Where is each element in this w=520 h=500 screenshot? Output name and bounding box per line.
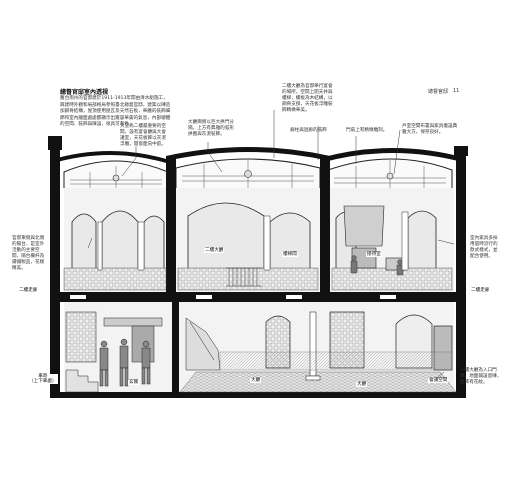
- page-title: 總督官邸室內透視: [60, 89, 109, 96]
- callout-left-a: 官邸東側與北側的陽台，是室外活動的主要空間，陽台欄杆為鑄鐵製品，花樣精美。: [12, 236, 45, 271]
- callout-top-a: 大堂為二樓最重要的空間，設有宴會廳與大會議室，天花板飾以灰泥浮雕，開窗面向中庭。: [120, 124, 166, 147]
- callout-bottom-a: 一樓大廳為入口門廳，地面鋪設瓷磚，並飾有花紋。: [460, 368, 502, 385]
- running-head: 總督官邸: [428, 89, 449, 95]
- label-back-room: 會議空間: [428, 378, 449, 383]
- page-number: 11: [453, 88, 460, 94]
- label-foyer: 玄關: [128, 380, 140, 385]
- callout-top-e: 門扇上有精緻雕刻。: [346, 128, 388, 133]
- callout-top-c: 二樓大廳為官邸舉行宴會的場所，空間上開天井與樓梯，樓板為木結構，以鋼骨支撐，天花…: [282, 84, 333, 113]
- label-floor-left: 二樓走廊: [19, 288, 38, 293]
- label-lounge: 接待室: [366, 252, 382, 257]
- callout-top-d: 廊柱與迴廊的裝飾: [290, 128, 327, 133]
- label-porch: 車寄 （上下車處）: [28, 374, 58, 384]
- label-upper-hall: 二樓大廳: [204, 248, 225, 253]
- callout-right-a: 室內家具多採用當時流行的歐式樣式，並配合使用。: [470, 236, 498, 259]
- label-hall-2: 大廳: [356, 382, 368, 387]
- label-hall-1: 大廳: [250, 378, 262, 383]
- callout-top-b: 大廳兩側以巨大拱門分隔，上方有典雅的弧形拱圈與灰泥裝飾。: [188, 120, 234, 137]
- label-floor-right: 二樓走廊: [471, 288, 490, 293]
- intro-paragraph: 舊台南州的官邸建於1911-1913年間由清水組施工，興建時外觀和局部格局參照臺…: [60, 96, 171, 127]
- label-stair: 樓梯間: [282, 252, 298, 257]
- callout-top-f: 戶室空間布置與家具擺設典雅大方，保存良好。: [402, 124, 458, 135]
